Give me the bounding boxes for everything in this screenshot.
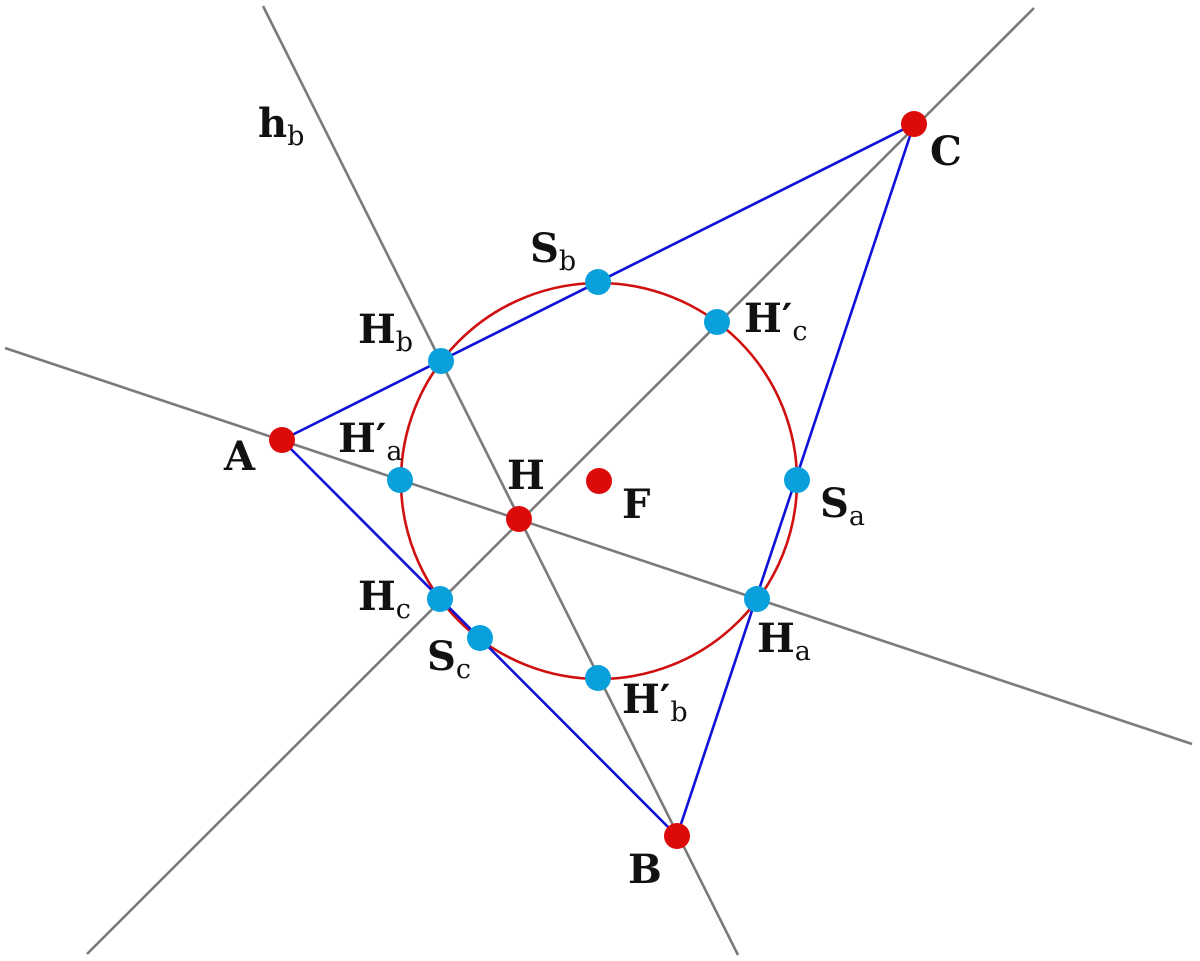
label-sc: Sc — [427, 633, 471, 685]
vertex-a — [269, 427, 295, 453]
altitude-line-hc — [86, 7, 1035, 955]
label-hc: Hc — [358, 573, 411, 625]
point-hpb — [585, 665, 611, 691]
point-hpa — [387, 467, 413, 493]
point-sa — [784, 467, 810, 493]
label-sb: Sb — [530, 225, 576, 277]
point-hb — [428, 348, 454, 374]
label-hpc: H′c — [744, 295, 807, 347]
point-sb — [585, 269, 611, 295]
label-b: B — [628, 846, 662, 893]
point-hc — [427, 586, 453, 612]
label-a: A — [223, 433, 256, 480]
label-hb-line: hb — [258, 100, 304, 152]
point-sc — [467, 625, 493, 651]
orthocenter-h — [506, 506, 532, 532]
label-hb: Hb — [358, 306, 413, 358]
label-ha: Ha — [757, 615, 811, 667]
vertex-c — [901, 111, 927, 137]
label-hpa: H′a — [338, 415, 402, 467]
label-c: C — [930, 128, 962, 175]
point-hpc — [704, 309, 730, 335]
label-hpb: H′b — [622, 676, 688, 728]
altitude-line-ha — [4, 346, 1193, 746]
circle-center-f — [586, 468, 612, 494]
altitude-line-hb — [261, 5, 740, 956]
vertex-b — [664, 823, 690, 849]
point-ha — [744, 586, 770, 612]
label-sa: Sa — [820, 480, 865, 532]
label-h: H — [507, 452, 545, 499]
label-f: F — [622, 481, 650, 528]
